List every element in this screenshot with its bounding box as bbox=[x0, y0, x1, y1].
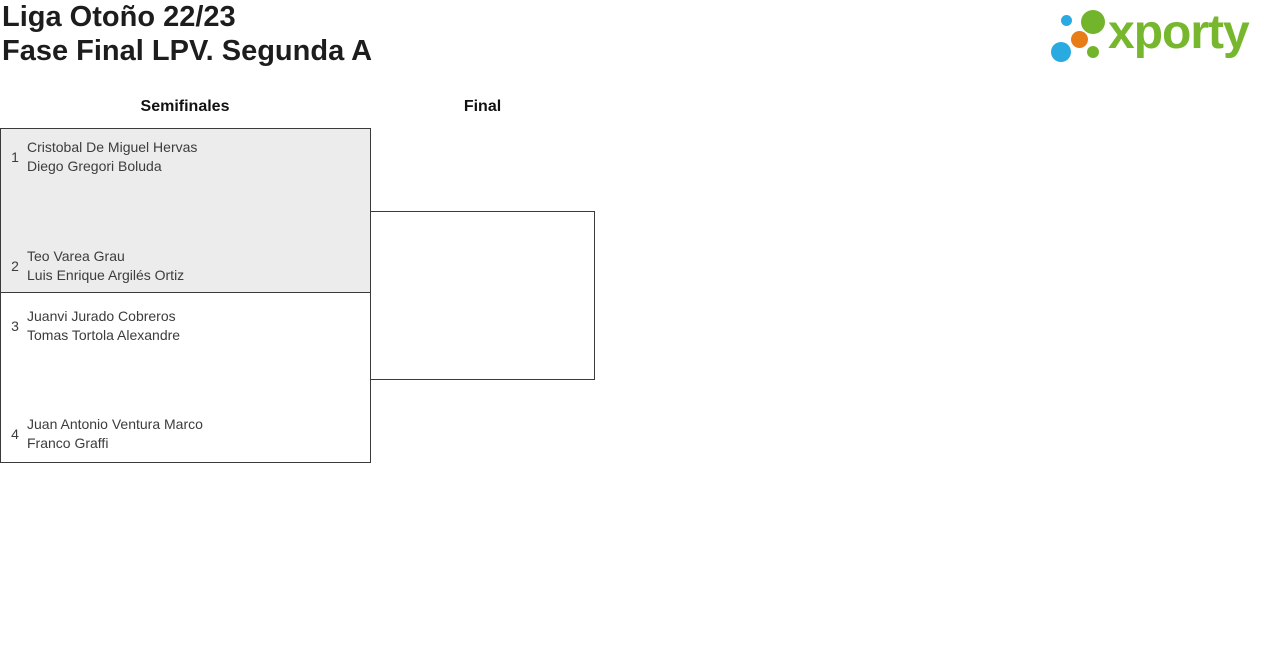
logo-wordmark: xporty bbox=[1108, 6, 1250, 59]
team-players: Teo Varea Grau Luis Enrique Argilés Orti… bbox=[24, 247, 184, 285]
player-name: Cristobal De Miguel Hervas bbox=[27, 139, 198, 155]
player-name: Teo Varea Grau bbox=[27, 248, 125, 264]
player-name: Diego Gregori Boluda bbox=[27, 158, 162, 174]
page-title: Liga Otoño 22/23 bbox=[2, 1, 236, 33]
round-header-semifinales: Semifinales bbox=[140, 98, 230, 115]
player-name: Juanvi Jurado Cobreros bbox=[27, 308, 176, 324]
player-name: Tomas Tortola Alexandre bbox=[27, 327, 181, 343]
player-name: Franco Graffi bbox=[27, 435, 109, 451]
logo-dot-green-small-icon bbox=[1087, 46, 1099, 58]
logo-dot-green-large-icon bbox=[1081, 10, 1105, 34]
team-slot-seed-4: 4 Juan Antonio Ventura Marco Franco Graf… bbox=[6, 415, 364, 453]
logo-dot-blue-large-icon bbox=[1051, 42, 1071, 62]
seed-number: 4 bbox=[11, 426, 19, 442]
logo-dot-blue-small-icon bbox=[1061, 15, 1072, 26]
player-name: Juan Antonio Ventura Marco bbox=[27, 416, 203, 432]
logo-dot-orange-icon bbox=[1071, 31, 1088, 48]
team-players: Cristobal De Miguel Hervas Diego Gregori… bbox=[24, 138, 197, 176]
team-slot-seed-1: 1 Cristobal De Miguel Hervas Diego Grego… bbox=[6, 138, 364, 176]
page-subtitle: Fase Final LPV. Segunda A bbox=[2, 35, 373, 67]
round-header-final: Final bbox=[463, 98, 502, 115]
match-box-semifinal-1: 1 Cristobal De Miguel Hervas Diego Grego… bbox=[0, 128, 371, 293]
seed-number: 3 bbox=[11, 318, 19, 334]
team-players: Juan Antonio Ventura Marco Franco Graffi bbox=[24, 415, 203, 453]
xporty-logo[interactable]: xporty bbox=[1050, 0, 1280, 70]
match-box-semifinal-2: 3 Juanvi Jurado Cobreros Tomas Tortola A… bbox=[0, 292, 371, 463]
seed-number: 1 bbox=[11, 149, 19, 165]
team-slot-seed-3: 3 Juanvi Jurado Cobreros Tomas Tortola A… bbox=[6, 307, 364, 345]
player-name: Luis Enrique Argilés Ortiz bbox=[27, 267, 185, 283]
team-players: Juanvi Jurado Cobreros Tomas Tortola Ale… bbox=[24, 307, 180, 345]
team-slot-seed-2: 2 Teo Varea Grau Luis Enrique Argilés Or… bbox=[6, 247, 364, 285]
page-title-block: Liga Otoño 22/23 Fase Final LPV. Segunda… bbox=[2, 0, 372, 68]
seed-number: 2 bbox=[11, 258, 19, 274]
match-box-final bbox=[370, 211, 595, 380]
